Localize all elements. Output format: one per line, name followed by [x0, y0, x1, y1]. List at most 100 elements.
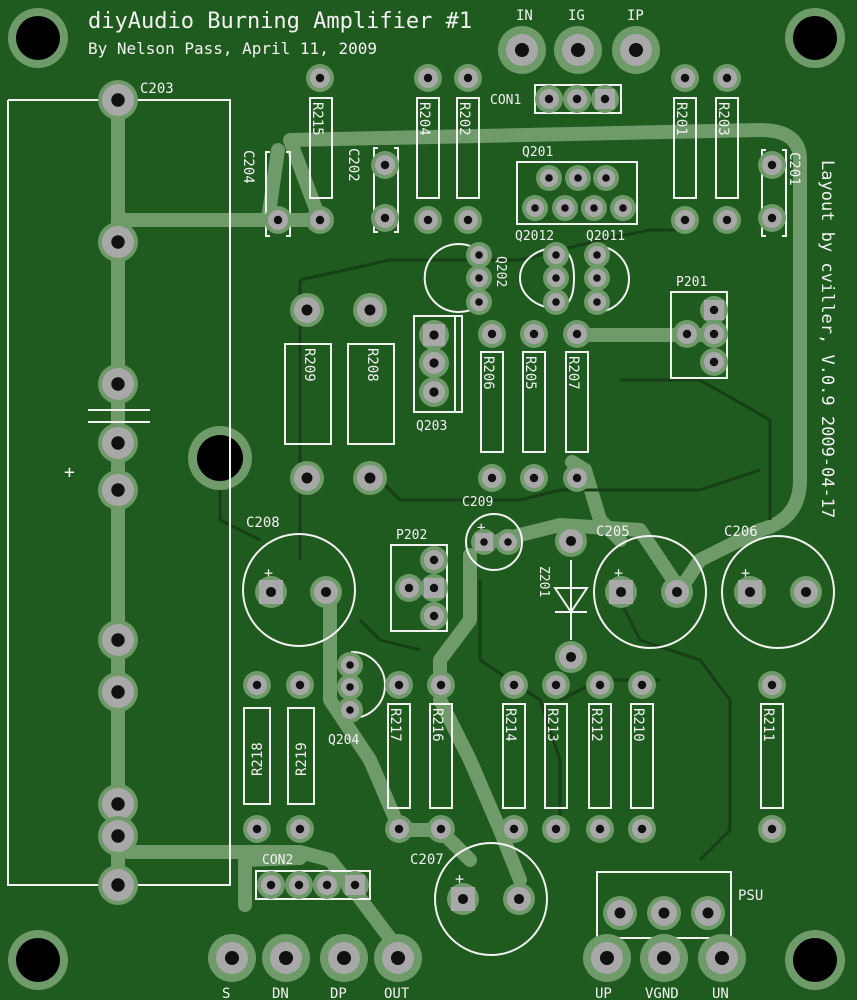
- capacitor-c206: C206 +: [721, 524, 835, 649]
- resistor-r219: R219: [287, 707, 315, 805]
- board-title: diyAudio Burning Amplifier #1: [88, 9, 472, 34]
- component-pads: [98, 64, 822, 982]
- resistor-r214: R214: [502, 703, 526, 809]
- p202-pad-2: [420, 546, 448, 574]
- ref-z201: Z201: [536, 566, 551, 597]
- p202-pad-4: [420, 602, 448, 630]
- ref-r202: R202: [456, 102, 472, 136]
- r208-pad-2: [353, 461, 387, 495]
- resistor-r212: R212: [588, 703, 612, 809]
- con2-pad-2: [285, 871, 313, 899]
- con2-pad-3: [313, 871, 341, 899]
- transistor-q201: Q201 Q2012 Q2011: [515, 145, 638, 244]
- c203-pad-5: [98, 470, 138, 510]
- p202-pad-1: [395, 574, 423, 602]
- r205-pad-1: [520, 320, 548, 348]
- ref-r206: R206: [480, 356, 496, 390]
- pad-in: [498, 26, 546, 74]
- connector-label-s: S: [222, 986, 230, 1000]
- capacitor-c205: C205 +: [593, 524, 707, 649]
- q203-pad-3: [419, 377, 449, 407]
- capacitor-c201: C201: [761, 149, 802, 237]
- resistor-r211: R211: [760, 703, 784, 809]
- resistor-r213: R213: [544, 703, 568, 809]
- pad-dn: [262, 934, 310, 982]
- ref-r213: R213: [544, 708, 560, 742]
- p201-pad-2: [700, 296, 728, 324]
- connector-label-ip: IP: [627, 8, 644, 24]
- c203-pad-3: [98, 364, 138, 404]
- q2012-pad-3: [543, 289, 569, 315]
- mount-hole-tr: [785, 8, 845, 68]
- mount-hole-br: [785, 930, 845, 990]
- r207-pad-2: [563, 464, 591, 492]
- resistor-r209: R209: [284, 343, 332, 445]
- polarity-mark-c209: +: [477, 520, 485, 536]
- connector-label-vgnd: VGND: [645, 986, 679, 1000]
- r201-pad-1: [671, 64, 699, 92]
- r204-pad-2: [414, 206, 442, 234]
- r210-pad-2: [628, 815, 656, 843]
- r219-pad-1: [286, 671, 314, 699]
- ref-r214: R214: [502, 708, 518, 742]
- mounting-holes: [8, 8, 845, 990]
- r217-pad-2: [385, 815, 413, 843]
- ref-q202: Q202: [493, 256, 508, 287]
- q201-pad-7: [610, 195, 636, 221]
- p201-pad-3: [700, 320, 728, 348]
- r211-pad-2: [758, 815, 786, 843]
- con2-pad-4: [341, 871, 369, 899]
- q2012-pad-2: [543, 265, 569, 291]
- ref-q2011: Q2011: [586, 229, 625, 244]
- ref-r210: R210: [630, 708, 646, 742]
- resistor-r218: R218: [243, 707, 271, 805]
- q201-pad-4: [522, 195, 548, 221]
- q2011-pad-1: [584, 242, 610, 268]
- r215-pad-1: [306, 64, 334, 92]
- resistor-r215: R215: [309, 97, 333, 199]
- ref-con1: CON1: [490, 93, 521, 108]
- pad-ip: [612, 26, 660, 74]
- capacitor-c209: C209 +: [462, 495, 523, 571]
- mount-hole-bl: [8, 930, 68, 990]
- q202-pad-1: [466, 242, 492, 268]
- copper-traces: [111, 93, 807, 952]
- c203-pad-9: [98, 816, 138, 856]
- ref-c202: C202: [345, 148, 361, 182]
- resistor-r217: R217: [387, 703, 411, 809]
- resistor-r202: R202: [456, 97, 480, 199]
- mount-hole-tl: [8, 8, 68, 68]
- r211-pad-1: [758, 671, 786, 699]
- connector-label-out: OUT: [384, 986, 410, 1000]
- r218-pad-2: [243, 815, 271, 843]
- c202-pad-1: [371, 151, 399, 179]
- top-connectors: IN IG IP: [498, 8, 660, 74]
- ref-q204: Q204: [328, 733, 359, 748]
- q203-pad-1: [419, 320, 449, 350]
- ref-c205: C205: [596, 524, 630, 540]
- c201-pad-1: [758, 151, 786, 179]
- c206-pad-1: [734, 576, 766, 608]
- ref-c203: C203: [140, 81, 174, 97]
- ref-psu: PSU: [738, 888, 763, 904]
- r212-pad-1: [586, 671, 614, 699]
- r213-pad-2: [542, 815, 570, 843]
- c209-pad-2: [495, 529, 521, 555]
- c203-pad-8: [98, 784, 138, 824]
- r203-pad-1: [713, 64, 741, 92]
- connector-label-ig: IG: [568, 8, 585, 24]
- c208-pad-1: [255, 576, 287, 608]
- q201-pad-3: [593, 165, 619, 191]
- z201-pad-2: [555, 641, 587, 673]
- pad-s: [208, 934, 256, 982]
- ref-r205: R205: [522, 356, 538, 390]
- ref-con2: CON2: [262, 853, 293, 868]
- ref-c201: C201: [786, 152, 802, 186]
- q2011-pad-2: [584, 265, 610, 291]
- p201-pad-4: [700, 348, 728, 376]
- psu-pad-3: [691, 896, 725, 930]
- resistor-r210: R210: [630, 703, 654, 809]
- connector-label-dp: DP: [330, 986, 347, 1000]
- polarity-mark-c203: +: [64, 462, 75, 483]
- c201-pad-2: [758, 204, 786, 232]
